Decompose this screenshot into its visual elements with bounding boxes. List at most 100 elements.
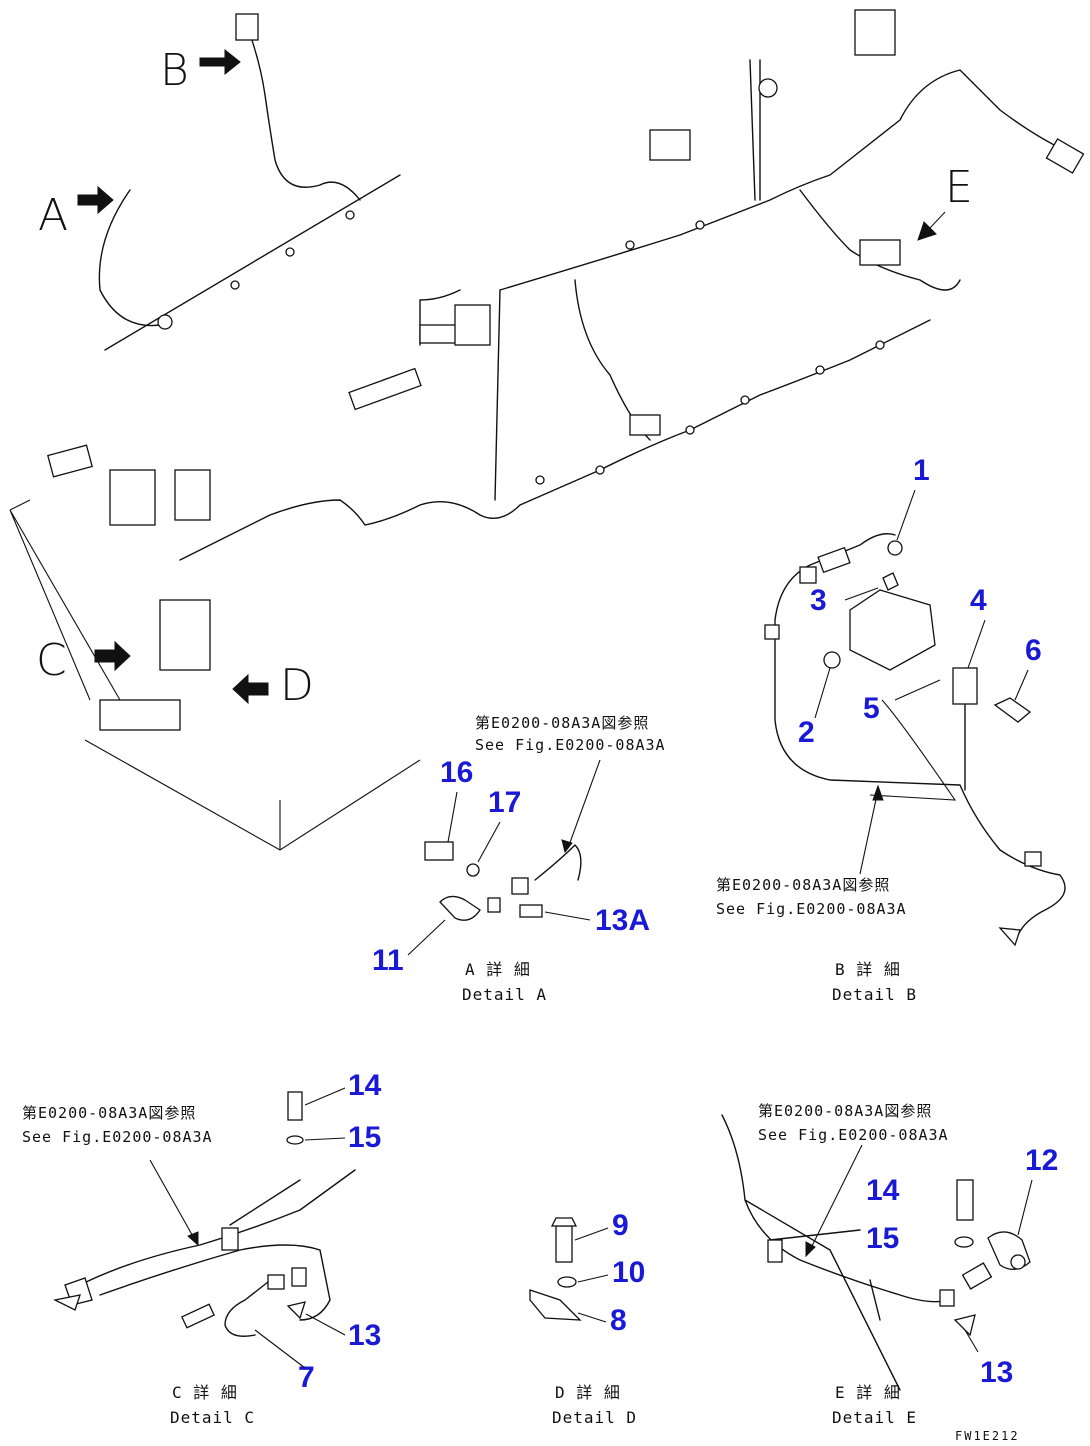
part-9-bolt-head	[550, 1217, 578, 1227]
trunk-clip	[535, 475, 545, 485]
e-area-connector	[859, 239, 901, 266]
detail-b-leaders	[814, 489, 1029, 719]
top-connector	[649, 129, 691, 161]
detail-e-clamp	[767, 1239, 783, 1263]
detail-c-leaders	[254, 1087, 346, 1369]
detail-a-ref-arrowhead	[561, 839, 573, 854]
detail-c-clamp	[221, 1227, 239, 1251]
detail-a: 第E0200-08A3A図参照 See Fig.E0200-08A3A 16 1…	[372, 714, 665, 1004]
detail-e-leaders	[964, 1179, 1033, 1353]
part-16-sensor	[424, 841, 454, 861]
view-letter-a: A	[38, 190, 68, 241]
detail-e-ref-arrow	[809, 1144, 863, 1251]
part-7-wire	[224, 1281, 269, 1337]
part-10-washer	[557, 1276, 577, 1288]
trunk-clip	[815, 365, 825, 375]
fuse-block	[419, 324, 461, 344]
callout-17: 17	[488, 786, 521, 819]
part-12-sensor-tip	[1010, 1254, 1026, 1270]
callout-7: 7	[298, 1361, 315, 1394]
callout-15-e: 15	[866, 1222, 899, 1255]
detail-b-ref-arrowhead	[872, 784, 884, 801]
vertical-plate	[749, 59, 761, 201]
part-13a-clip	[519, 904, 543, 918]
callout-1: 1	[913, 454, 930, 487]
detail-b-caption-en: Detail B	[832, 985, 917, 1004]
callout-4: 4	[970, 584, 987, 617]
detail-a-caption-jp: A 詳 細	[465, 960, 531, 979]
trunk-clips	[535, 220, 885, 485]
callout-2: 2	[798, 716, 815, 749]
harness-a-segment	[98, 174, 401, 351]
harness-a-clip-3	[345, 210, 355, 220]
detail-c-harness	[79, 1169, 356, 1321]
detail-e-connector	[939, 1289, 955, 1307]
view-c-arrow	[94, 640, 131, 672]
main-harness-overview: B A C D E	[9, 9, 1085, 851]
part-15-washer-c	[286, 1135, 304, 1145]
part-14-bolt-c	[287, 1091, 303, 1121]
module-box	[174, 469, 211, 521]
branch-e	[799, 189, 961, 291]
part-11-bracket	[439, 895, 481, 921]
harness-a-clip-2	[285, 247, 295, 257]
harness-b-connector	[235, 13, 259, 41]
detail-b-ref-en: See Fig.E0200-08A3A	[716, 900, 907, 918]
right-end-connector	[1045, 138, 1085, 174]
part-8-bracket	[529, 1289, 582, 1321]
part-4-switch	[952, 667, 978, 705]
detail-c-caption-en: Detail C	[170, 1408, 255, 1427]
trunk-clip	[685, 425, 695, 435]
part-13-clip-e	[953, 1314, 976, 1337]
detail-c-ref-en: See Fig.E0200-08A3A	[22, 1128, 213, 1146]
detail-e-caption-jp: E 詳 細	[835, 1383, 901, 1402]
view-letter-e: E	[945, 162, 973, 213]
callout-12: 12	[1025, 1144, 1058, 1177]
detail-a-leaders	[407, 791, 591, 956]
detail-b-ref-jp: 第E0200-08A3A図参照	[716, 876, 890, 894]
part-17-washer	[466, 863, 480, 877]
detail-b-ref-leader	[859, 789, 879, 875]
detail-b-inline-connector	[817, 546, 851, 574]
plate-hole	[758, 78, 778, 98]
detail-a-ref-arrow	[567, 759, 601, 849]
detail-e-caption-en: Detail E	[832, 1408, 917, 1427]
view-letter-c: C	[36, 635, 67, 686]
mid-connector	[629, 414, 661, 436]
callout-6: 6	[1025, 634, 1042, 667]
detail-c-left-bracket	[53, 1294, 81, 1311]
chassis-outline	[9, 499, 421, 851]
harness-a-clip-1	[230, 280, 240, 290]
part-9-bolt	[555, 1225, 573, 1263]
connector-housing	[454, 304, 491, 346]
part-2-bolt	[823, 651, 841, 669]
trunk-clip	[875, 340, 885, 350]
detail-b-end-clip	[998, 927, 1021, 947]
detail-b-caption-jp: B 詳 細	[835, 960, 901, 979]
detail-c-ref-arrowhead	[187, 1231, 199, 1247]
callout-5: 5	[863, 692, 880, 725]
trunk-clip	[695, 220, 705, 230]
trunk-clip	[625, 240, 635, 250]
main-trunk-lower	[179, 319, 931, 561]
detail-b-end-connector	[1024, 851, 1042, 867]
view-letter-d: D	[280, 660, 314, 711]
callout-10: 10	[612, 1256, 645, 1289]
callout-13a: 13A	[595, 904, 650, 937]
bottom-switch-panel	[99, 699, 181, 731]
callout-15-c: 15	[348, 1121, 381, 1154]
trunk-clip	[595, 465, 605, 475]
callout-16: 16	[440, 756, 473, 789]
view-d-arrow	[232, 673, 269, 705]
detail-a-connector	[511, 877, 529, 895]
detail-a-caption-en: Detail A	[462, 985, 547, 1004]
callout-14-c: 14	[348, 1069, 382, 1102]
harness-b-segment	[244, 19, 361, 201]
part-15-washer-e	[954, 1236, 974, 1248]
controller-panel	[159, 599, 211, 671]
view-letter-b: B	[160, 45, 189, 96]
detail-d: 9 10 8 D 詳 細 Detail D	[529, 1209, 645, 1427]
left-connector	[47, 444, 93, 478]
